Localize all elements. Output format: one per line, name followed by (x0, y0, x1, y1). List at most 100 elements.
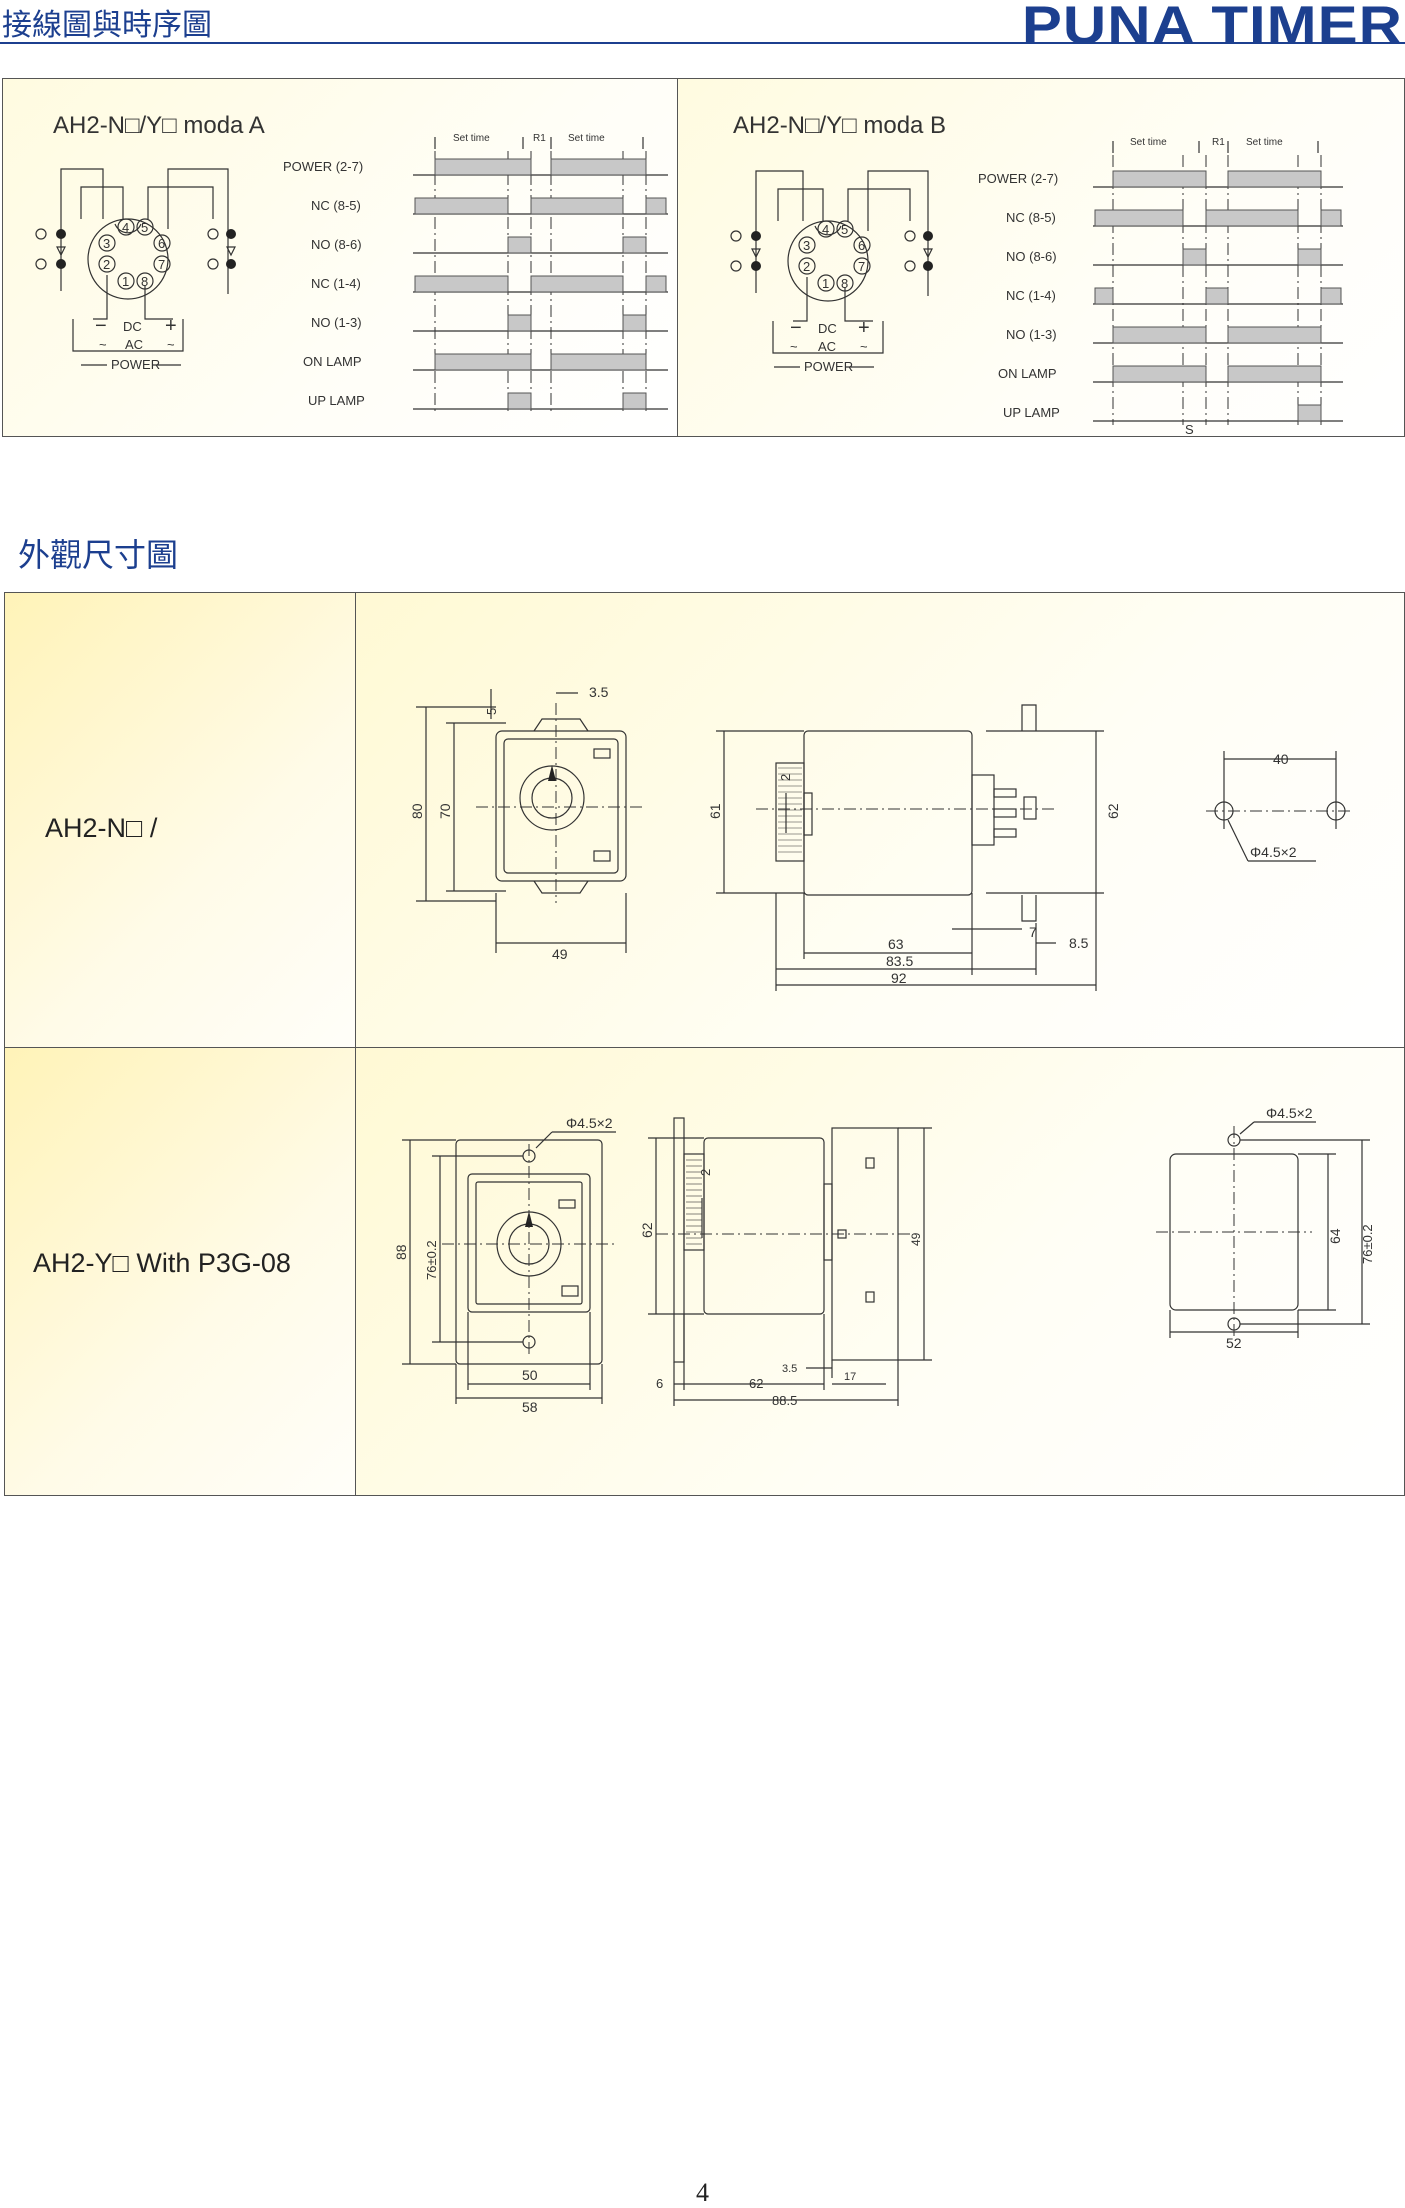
svg-text:7: 7 (858, 259, 865, 274)
svg-text:5: 5 (484, 708, 499, 715)
svg-text:7: 7 (158, 257, 165, 272)
row-label: POWER (2-7) (978, 171, 1058, 186)
svg-text:88.5: 88.5 (772, 1393, 797, 1408)
row1-side-view: 61 2 62 7 8.5 63 83.5 92 (707, 704, 1121, 991)
svg-text:76±0.2: 76±0.2 (424, 1240, 439, 1280)
svg-text:62: 62 (639, 1222, 655, 1238)
svg-text:64: 64 (1327, 1228, 1343, 1244)
svg-text:49: 49 (909, 1232, 923, 1246)
brand-logo: PUNA TIMER (1021, 0, 1403, 56)
svg-text:Set time: Set time (453, 133, 490, 144)
row-label: NO (8-6) (311, 237, 362, 252)
svg-text:Set time: Set time (1130, 137, 1167, 148)
panel-a-title: AH2-N□/Y□ moda A (53, 112, 265, 139)
timing-panel-b: AH2-N□/Y□ moda B 4 5 3 6 2 7 1 8 (677, 78, 1405, 437)
svg-text:3: 3 (103, 236, 110, 251)
row-label: UP LAMP (308, 393, 365, 408)
dimensions-table: AH2-N□ / (4, 592, 1405, 1496)
row1-figure-cell: 3.5 5 80 70 49 (356, 593, 1404, 1048)
svg-text:R1: R1 (533, 133, 546, 144)
svg-text:5: 5 (141, 220, 148, 235)
svg-text:61: 61 (707, 803, 723, 819)
svg-text:6: 6 (858, 238, 865, 253)
row-label: NC (8-5) (1006, 210, 1056, 225)
row-label: UP LAMP (1003, 405, 1060, 420)
svg-text:~: ~ (99, 337, 107, 352)
svg-text:Φ4.5×2: Φ4.5×2 (1250, 844, 1297, 860)
row-label: POWER (2-7) (283, 159, 363, 174)
svg-text:−: − (95, 315, 107, 337)
row-label: NC (1-4) (1006, 288, 1056, 303)
timing-bars-b (1094, 170, 1342, 422)
dimensions-title: 外觀尺寸圖 (18, 536, 179, 574)
row-label: NO (1-3) (311, 315, 362, 330)
timing-bars-a (414, 158, 667, 410)
svg-text:17: 17 (844, 1371, 856, 1383)
svg-text:Φ4.5×2: Φ4.5×2 (566, 1115, 613, 1131)
svg-text:5: 5 (841, 222, 848, 237)
row2-side-view: 62 2 49 3.5 17 6 62 88.5 (639, 1117, 932, 1408)
svg-text:R1: R1 (1212, 137, 1225, 148)
svg-text:AC: AC (125, 337, 143, 352)
footer-mark-s: S (1185, 422, 1194, 436)
svg-text:8.5: 8.5 (1069, 935, 1089, 951)
row2-label: AH2-Y□ With P3G-08 (33, 1248, 291, 1278)
row2-label-cell: AH2-Y□ With P3G-08 (5, 1048, 356, 1495)
timing-panel-a: AH2-N□/Y□ moda A 4 5 3 6 2 7 1 8 (2, 78, 679, 437)
svg-text:83.5: 83.5 (886, 953, 913, 969)
svg-text:80: 80 (409, 803, 425, 819)
dial-pointer-icon (548, 765, 556, 781)
row2-figure-cell: Φ4.5×2 88 76±0.2 50 58 (356, 1048, 1404, 1495)
svg-text:DC: DC (818, 321, 837, 336)
svg-text:4: 4 (122, 220, 129, 235)
timing-diagram-a: AH2-N□/Y□ moda A 4 5 3 6 2 7 1 8 (35, 112, 668, 414)
svg-text:Set time: Set time (1246, 137, 1283, 148)
row1-mount-holes: 40 Φ4.5×2 (1206, 751, 1354, 862)
svg-text:~: ~ (860, 339, 868, 354)
svg-text:62: 62 (749, 1376, 763, 1391)
row-label: NO (1-3) (1006, 327, 1057, 342)
svg-text:4: 4 (822, 222, 829, 237)
svg-text:62: 62 (1105, 803, 1121, 819)
socket-wiring-b: 4 5 3 6 2 7 1 8 − DC (730, 170, 933, 374)
svg-text:7: 7 (1029, 924, 1037, 940)
panel-b-title: AH2-N□/Y□ moda B (733, 112, 946, 139)
row-label: NC (1-4) (311, 276, 361, 291)
svg-text:Φ4.5×2: Φ4.5×2 (1266, 1105, 1313, 1121)
svg-text:6: 6 (656, 1376, 663, 1391)
svg-text:Set time: Set time (568, 133, 605, 144)
row-label: NC (8-5) (311, 198, 361, 213)
row2-mount-plate: Φ4.5×2 64 76±0.2 52 (1156, 1105, 1375, 1351)
svg-text:POWER: POWER (111, 357, 160, 372)
svg-text:2: 2 (803, 259, 810, 274)
svg-text:1: 1 (822, 276, 829, 291)
svg-text:76±0.2: 76±0.2 (1360, 1224, 1375, 1264)
row2-drawing: Φ4.5×2 88 76±0.2 50 58 (393, 1105, 1375, 1415)
row2-front-view: Φ4.5×2 88 76±0.2 50 58 (393, 1115, 616, 1415)
row1-label-cell: AH2-N□ / (5, 593, 356, 1048)
svg-text:+: + (165, 315, 177, 337)
svg-text:2: 2 (103, 257, 110, 272)
svg-text:8: 8 (141, 274, 148, 289)
svg-text:2: 2 (698, 1169, 713, 1176)
svg-text:3: 3 (803, 238, 810, 253)
svg-text:DC: DC (123, 319, 142, 334)
svg-text:70: 70 (437, 803, 453, 819)
svg-text:3.5: 3.5 (782, 1363, 797, 1375)
svg-text:POWER: POWER (804, 359, 853, 374)
svg-text:AC: AC (818, 339, 836, 354)
svg-text:+: + (858, 317, 870, 339)
svg-text:92: 92 (891, 970, 907, 986)
svg-text:8: 8 (841, 276, 848, 291)
svg-text:~: ~ (167, 337, 175, 352)
page-header-title: 接線圖與時序圖 (2, 8, 212, 43)
svg-text:88: 88 (393, 1244, 409, 1260)
svg-text:40: 40 (1273, 751, 1289, 767)
svg-text:58: 58 (522, 1399, 538, 1415)
svg-text:2: 2 (778, 774, 793, 781)
svg-text:50: 50 (522, 1367, 538, 1383)
header-rule (0, 42, 1405, 44)
page-number: 4 (696, 2178, 709, 2207)
row-label: ON LAMP (998, 366, 1057, 381)
svg-text:6: 6 (158, 236, 165, 251)
